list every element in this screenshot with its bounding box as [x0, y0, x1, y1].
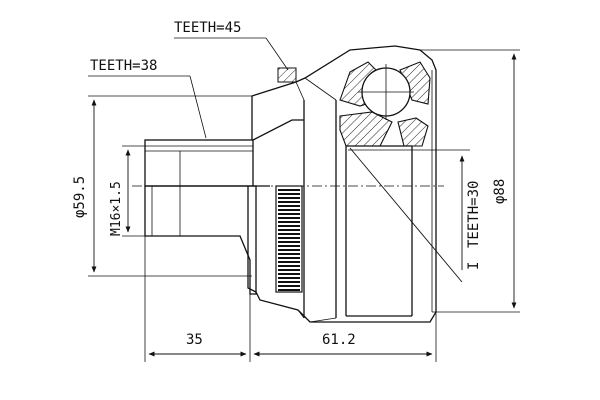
abs-ring-tooth	[278, 225, 300, 227]
abs-ring-tooth	[278, 253, 300, 255]
dim-61-2	[253, 312, 437, 362]
abs-ring-tooth	[278, 277, 300, 279]
abs-ring-tooth	[278, 201, 300, 203]
teeth-30-leader	[348, 147, 470, 283]
abs-ring-tooth	[278, 269, 300, 271]
marker-i-label: I	[466, 262, 482, 270]
dim-59-5	[88, 95, 252, 277]
abs-ring	[275, 185, 303, 293]
teeth-38-leader	[88, 75, 207, 139]
abs-ring-tooth	[278, 229, 300, 231]
thread-m16-label: M16×1.5	[109, 181, 124, 236]
stub-shaft	[144, 119, 304, 295]
abs-ring-tooth	[278, 217, 300, 219]
abs-ring-tooth	[278, 289, 300, 291]
abs-ring-tooth	[278, 213, 300, 215]
teeth-30-label: TEETH=30	[466, 181, 482, 248]
ball	[358, 64, 414, 120]
dia-59-5-label: φ59.5	[72, 176, 88, 218]
teeth-45-label: TEETH=45	[174, 20, 241, 36]
teeth-38-label: TEETH=38	[90, 58, 157, 74]
abs-ring-tooth	[278, 205, 300, 207]
dim-61-2-label: 61.2	[322, 332, 356, 348]
abs-ring-tooth	[278, 249, 300, 251]
abs-ring-tooth	[278, 241, 300, 243]
abs-ring-tooth	[278, 233, 300, 235]
teeth-45-leader	[174, 37, 297, 83]
abs-ring-tooth	[278, 261, 300, 263]
abs-ring-tooth	[278, 285, 300, 287]
abs-ring-tooth	[278, 281, 300, 283]
abs-ring-tooth	[278, 245, 300, 247]
dim-35	[144, 236, 251, 362]
dim-88	[420, 49, 520, 313]
abs-ring-tooth	[278, 221, 300, 223]
abs-ring-tooth	[278, 237, 300, 239]
dim-m16	[122, 145, 145, 237]
dim-35-label: 35	[186, 332, 203, 348]
dia-88-label: φ88	[492, 179, 508, 204]
abs-ring-tooth	[278, 209, 300, 211]
abs-ring-tooth	[278, 257, 300, 259]
abs-ring-tooth	[278, 193, 300, 195]
abs-ring-tooth	[278, 197, 300, 199]
abs-ring-tooth	[278, 273, 300, 275]
abs-ring-tooth	[278, 189, 300, 191]
abs-ring-tooth	[278, 265, 300, 267]
